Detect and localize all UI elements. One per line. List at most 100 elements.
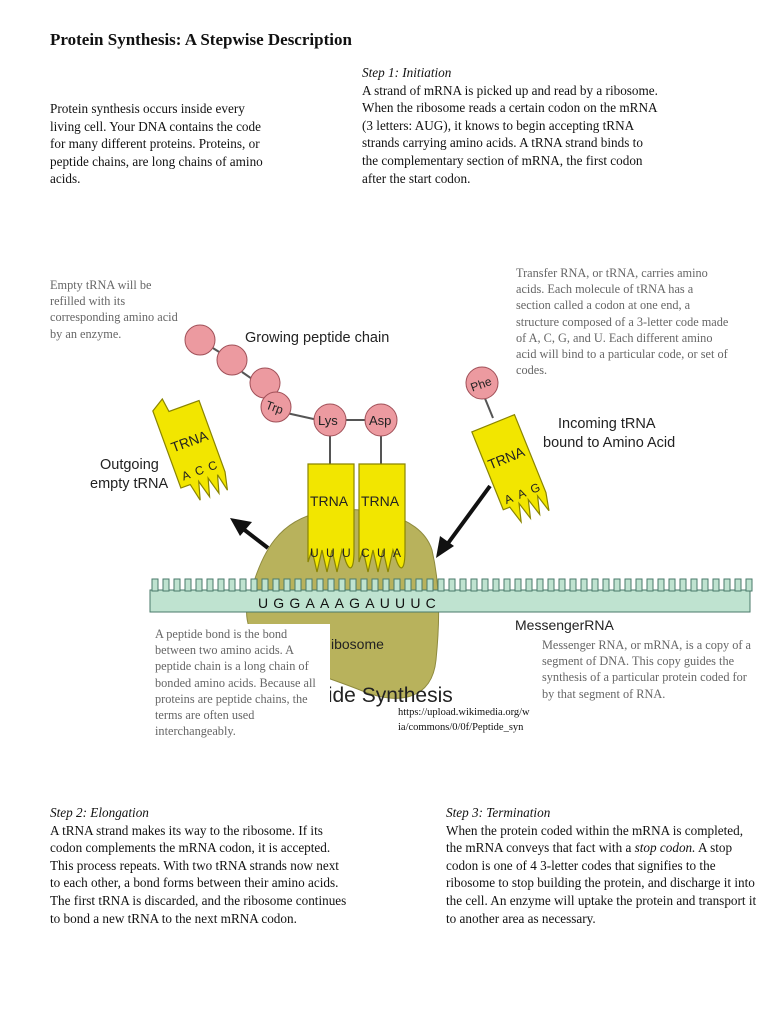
mrna-strand bbox=[149, 589, 751, 613]
source-url[interactable]: https://upload.wikimedia.org/w ia/common… bbox=[398, 706, 543, 735]
trna-lys-anticodon-3: U bbox=[342, 546, 351, 560]
mrna-sequence: UGGAAAGAUUUC bbox=[258, 595, 441, 611]
amino-acid-lys bbox=[313, 403, 347, 437]
growing-chain-label: Growing peptide chain bbox=[245, 330, 389, 346]
mrna-tooth bbox=[239, 578, 247, 592]
mrna-tooth bbox=[668, 578, 676, 592]
mrna-tooth bbox=[206, 578, 214, 592]
mrna-tooth bbox=[646, 578, 654, 592]
trna-lys-anticodon-2: U bbox=[326, 546, 335, 560]
mrna-tooth bbox=[701, 578, 709, 592]
trna-outgoing bbox=[152, 397, 229, 501]
incoming-arrow bbox=[436, 484, 492, 558]
mrna-tooth bbox=[481, 578, 489, 592]
mrna-tooth bbox=[415, 578, 423, 592]
source-url-line-2: ia/commons/0/0f/Peptide_syn bbox=[398, 721, 524, 733]
mrna-tooth bbox=[162, 578, 170, 592]
mrna-tooth bbox=[558, 578, 566, 592]
source-url-line-1: https://upload.wikimedia.org/w bbox=[398, 707, 530, 718]
trna-asp-label: TRNA bbox=[361, 493, 400, 509]
mrna-tooth bbox=[569, 578, 577, 592]
mrna-tooth bbox=[602, 578, 610, 592]
note-peptide-bond: A peptide bond is the bond between two a… bbox=[152, 624, 330, 742]
mrna-tooth bbox=[151, 578, 159, 592]
amino-acid-2 bbox=[216, 344, 248, 376]
mrna-tooth bbox=[613, 578, 621, 592]
mrna-tooth bbox=[525, 578, 533, 592]
mrna-tooth bbox=[459, 578, 467, 592]
note-empty-trna: Empty tRNA will be refilled with its cor… bbox=[50, 278, 178, 341]
intro-paragraph: Protein synthesis occurs inside every li… bbox=[50, 101, 263, 187]
trna-lys bbox=[307, 463, 355, 573]
outgoing-label-2: empty tRNA bbox=[90, 476, 168, 492]
step3-stop-codon-term: stop codon. bbox=[634, 840, 696, 856]
trna-asp-anticodon-2: U bbox=[377, 546, 386, 560]
trna-asp-anticodon-1: C bbox=[361, 546, 370, 560]
mrna-tooth bbox=[261, 578, 269, 592]
mrna-tooth bbox=[371, 578, 379, 592]
diagram-caption: tide Synthesis bbox=[322, 684, 453, 707]
mrna-tooth bbox=[734, 578, 742, 592]
mrna-tooth bbox=[723, 578, 731, 592]
incoming-label-2: bound to Amino Acid bbox=[543, 435, 675, 451]
mrna-tooth bbox=[536, 578, 544, 592]
mrna-tooth bbox=[712, 578, 720, 592]
mrna-teeth bbox=[151, 578, 753, 592]
mrna-tooth bbox=[635, 578, 643, 592]
amino-acid-asp bbox=[364, 403, 398, 437]
mrna-tooth bbox=[360, 578, 368, 592]
amino-label-trp: Trp bbox=[264, 398, 286, 417]
mrna-tooth bbox=[217, 578, 225, 592]
ribosome-label: ibosome bbox=[331, 636, 384, 652]
mrna-tooth bbox=[437, 578, 445, 592]
amino-label-phe: Phe bbox=[469, 374, 494, 395]
mrna-tooth bbox=[745, 578, 753, 592]
step3-body-end: A stop codon is one of 4 3-letter codes … bbox=[446, 840, 757, 926]
mrna-tooth bbox=[580, 578, 588, 592]
mrna-tooth bbox=[173, 578, 181, 592]
mrna-tooth bbox=[195, 578, 203, 592]
step2-heading: Step 2: Elongation bbox=[50, 805, 149, 820]
mrna-tooth bbox=[250, 578, 258, 592]
mrna-tooth bbox=[657, 578, 665, 592]
trna-lys-anticodon-1: U bbox=[310, 546, 319, 560]
step2-section: Step 2: Elongation A tRNA strand makes i… bbox=[50, 804, 350, 927]
step3-body-start: When the protein coded within the mRNA i… bbox=[446, 822, 744, 856]
step3-body: When the protein coded within the mRNA i… bbox=[446, 822, 762, 928]
note-messenger-rna: Messenger RNA, or mRNA, is a copy of a s… bbox=[542, 637, 757, 702]
step1-heading: Step 1: Initiation bbox=[362, 65, 452, 80]
trna-incoming bbox=[471, 413, 550, 525]
page-title: Protein Synthesis: A Stepwise Descriptio… bbox=[50, 30, 352, 49]
trna-lys-label: TRNA bbox=[310, 493, 349, 509]
trna-asp-anticodon-3: A bbox=[393, 546, 401, 560]
amino-acid-phe bbox=[465, 366, 499, 400]
mrna-tooth bbox=[327, 578, 335, 592]
note-transfer-rna: Transfer RNA, or tRNA, carries amino aci… bbox=[516, 266, 729, 378]
mrna-tooth bbox=[426, 578, 434, 592]
mrna-tooth bbox=[382, 578, 390, 592]
trna-asp bbox=[358, 463, 406, 573]
mrna-tooth bbox=[470, 578, 478, 592]
mrna-tooth bbox=[679, 578, 687, 592]
mrna-tooth bbox=[283, 578, 291, 592]
incoming-label-1: Incoming tRNA bbox=[558, 416, 656, 432]
mrna-tooth bbox=[349, 578, 357, 592]
mrna-tooth bbox=[624, 578, 632, 592]
amino-label-lys: Lys bbox=[318, 413, 338, 428]
mrna-tooth bbox=[690, 578, 698, 592]
outgoing-arrow bbox=[230, 518, 270, 550]
mrna-tooth bbox=[316, 578, 324, 592]
mrna-tooth bbox=[514, 578, 522, 592]
step2-body: A tRNA strand makes its way to the ribos… bbox=[50, 822, 347, 926]
mrna-tooth bbox=[547, 578, 555, 592]
mrna-tooth bbox=[228, 578, 236, 592]
step3-heading: Step 3: Termination bbox=[446, 805, 551, 820]
mrna-tooth bbox=[591, 578, 599, 592]
step3-section: Step 3: Termination When the protein cod… bbox=[446, 804, 762, 927]
amino-acid-trp bbox=[260, 391, 292, 423]
mrna-tooth bbox=[393, 578, 401, 592]
mrna-tooth bbox=[404, 578, 412, 592]
step1-section: Step 1: Initiation A strand of mRNA is p… bbox=[362, 64, 662, 187]
mrna-tooth bbox=[294, 578, 302, 592]
mrna-tooth bbox=[338, 578, 346, 592]
